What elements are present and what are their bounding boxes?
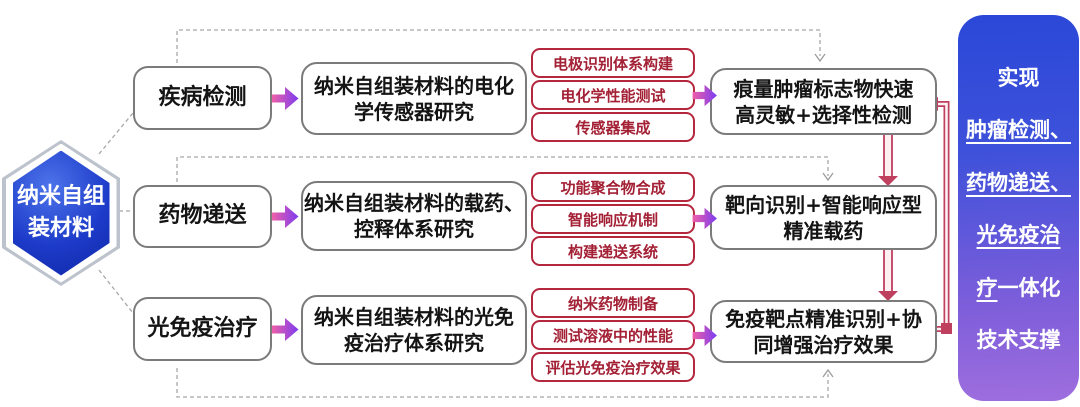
summary-line: 疗一体化 bbox=[976, 275, 1061, 300]
step-stack-row1: 电极识别体系构建 电化学性能测试 传感器集成 bbox=[531, 48, 695, 142]
step-box: 测试溶液中的性能 bbox=[531, 320, 695, 350]
outcome-box-precise-drug-loading: 靶向识别+智能响应型 精准载药 bbox=[710, 185, 937, 250]
gradient-arrow-right-icon bbox=[272, 318, 299, 341]
step-box: 功能聚合物合成 bbox=[531, 172, 695, 202]
step-box: 纳米药物制备 bbox=[531, 288, 695, 318]
step-stack-row2: 功能聚合物合成 智能响应机制 构建递送系统 bbox=[531, 172, 695, 266]
root-hexagon-border: 纳米自组 装材料 bbox=[5, 143, 117, 283]
summary-line: 药物递送、 bbox=[966, 170, 1071, 195]
step-box: 构建递送系统 bbox=[531, 236, 695, 266]
summary-line: 光免疫治 bbox=[976, 223, 1061, 248]
gradient-arrow-right-icon bbox=[692, 207, 717, 230]
step-box: 评估光免疫治疗效果 bbox=[531, 352, 695, 382]
category-box-disease-detection: 疾病检测 bbox=[133, 66, 272, 130]
summary-line: 肿瘤检测、 bbox=[966, 118, 1071, 143]
gradient-arrow-right-icon bbox=[272, 87, 299, 110]
research-box-electrochemical-sensor: 纳米自组装材料的电化 学传感器研究 bbox=[301, 62, 527, 135]
step-box: 电化学性能测试 bbox=[531, 80, 695, 110]
step-box: 智能响应机制 bbox=[531, 204, 695, 234]
step-box: 传感器集成 bbox=[531, 112, 695, 142]
gradient-arrow-right-icon bbox=[692, 324, 717, 347]
outcome-box-tumor-marker-detection: 痕量肿瘤标志物快速 高灵敏+选择性检测 bbox=[710, 68, 937, 135]
summary-line: 技术支撑 bbox=[976, 328, 1061, 353]
root-hexagon: 纳米自组 装材料 bbox=[2, 140, 120, 286]
outcome-box-immune-target-recognition: 免疫靶点精准识别+协 同增强治疗效果 bbox=[710, 300, 937, 363]
summary-panel: 实现 肿瘤检测、 药物递送、 光免疫治 疗一体化 技术支撑 bbox=[958, 15, 1079, 401]
summary-line: 实现 bbox=[997, 65, 1040, 90]
category-box-photoimmunotherapy: 光免疫治疗 bbox=[133, 297, 272, 361]
research-box-drug-loading: 纳米自组装材料的载药、 控释体系研究 bbox=[301, 181, 527, 251]
root-hexagon-label: 纳米自组 装材料 bbox=[12, 150, 110, 276]
gradient-arrow-right-icon bbox=[272, 205, 299, 228]
category-box-drug-delivery: 药物递送 bbox=[133, 185, 272, 248]
research-box-photoimmunotherapy-system: 纳米自组装材料的光免 疫治疗体系研究 bbox=[301, 295, 527, 365]
gradient-arrow-right-icon bbox=[692, 84, 717, 107]
step-box: 电极识别体系构建 bbox=[531, 48, 695, 78]
step-stack-row3: 纳米药物制备 测试溶液中的性能 评估光免疫治疗效果 bbox=[531, 288, 695, 382]
